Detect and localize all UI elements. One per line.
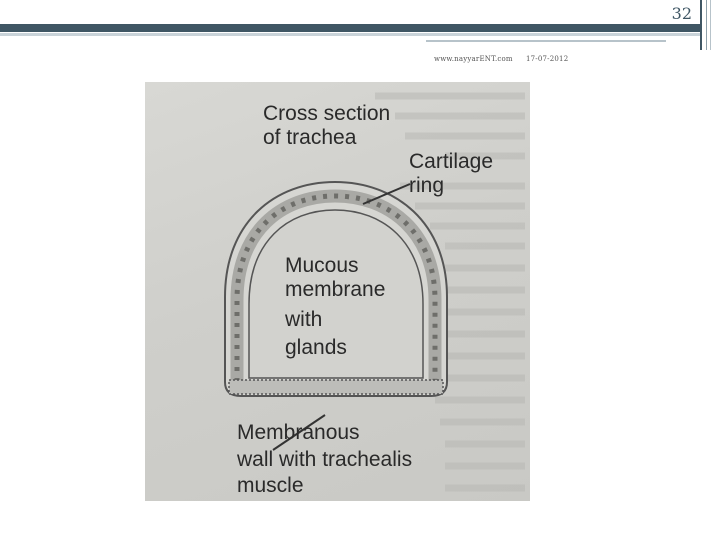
header-band-light [0, 33, 700, 36]
membranous-wall [228, 379, 444, 395]
title-line-1: Cross section [263, 102, 390, 125]
wall-leader-line [272, 414, 326, 451]
wall-label-line-3: muscle [237, 474, 304, 497]
trachea-diagram-photo: Cross section of trachea Cartilage ring … [145, 82, 530, 501]
corner-rule [706, 0, 707, 50]
header-band [0, 24, 700, 32]
cartilage-label-line-1: Cartilage [409, 150, 493, 173]
cartilage-ring-pattern [234, 193, 438, 382]
cartilage-label-line-2: ring [409, 174, 444, 197]
mucous-membrane [248, 209, 424, 379]
mucous-label-line-3: with [284, 308, 322, 331]
footer-date: 17-07-2012 [526, 55, 569, 63]
trachea-diagram: Cross section of trachea Cartilage ring … [224, 92, 525, 497]
corner-rule [710, 0, 711, 50]
corner-rule [700, 0, 702, 50]
wall-label-line-2: wall with trachealis [236, 448, 412, 471]
mucous-label-line-1: Mucous [285, 254, 359, 277]
slide-number: 32 [671, 4, 692, 23]
footer-site: www.nayyarENT.com [434, 55, 513, 63]
mucous-label-line-4: glands [285, 336, 347, 359]
wall-label-line-1: Membranous [237, 421, 360, 444]
header-band-thin [426, 40, 666, 42]
trachea-cross-section [224, 180, 448, 397]
title-line-2: of trachea [263, 126, 357, 149]
cartilage-leader-line [362, 183, 411, 205]
mucous-label-line-2: membrane [285, 278, 385, 301]
